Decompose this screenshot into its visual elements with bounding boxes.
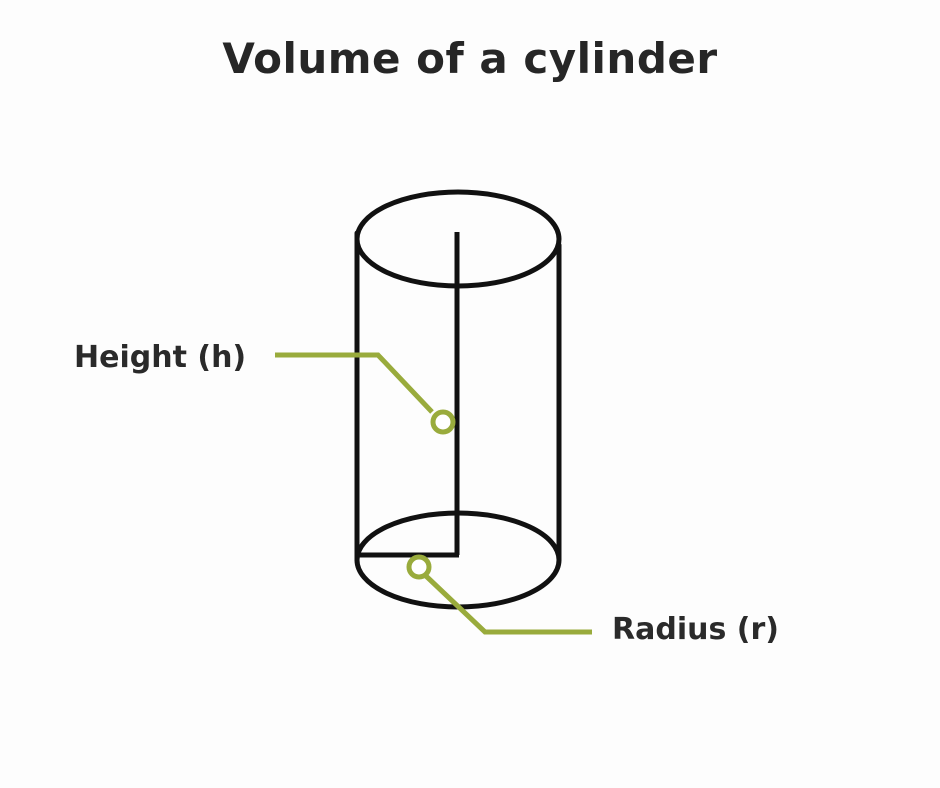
height-callout <box>275 352 456 435</box>
radius-marker-dot <box>406 554 432 580</box>
height-leader-line <box>275 352 434 414</box>
diagram-title: Volume of a cylinder <box>222 34 718 83</box>
radius-callout <box>406 554 592 635</box>
radius-label: Radius (r) <box>612 612 779 647</box>
height-marker-dot <box>430 409 456 435</box>
cylinder-outline <box>354 189 562 610</box>
radius-leader-line <box>424 574 592 635</box>
height-label: Height (h) <box>74 340 247 375</box>
